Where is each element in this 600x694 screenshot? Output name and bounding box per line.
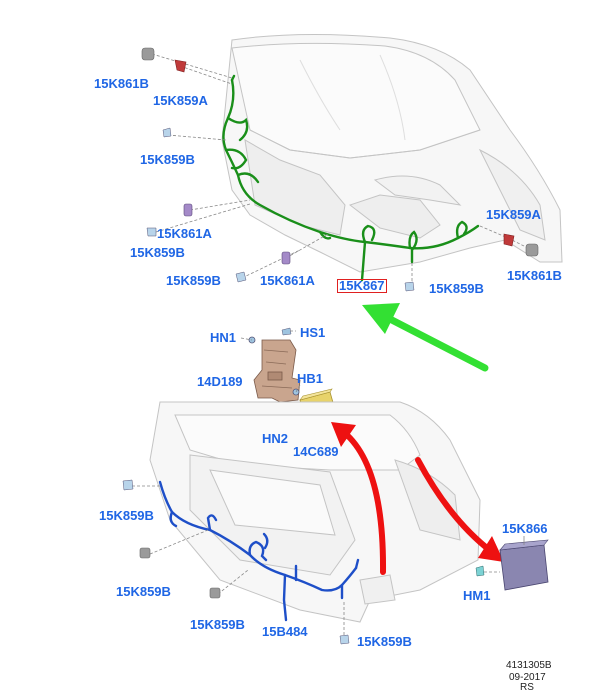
sensor-clip-icon bbox=[404, 281, 415, 292]
label-14d189: 14D189 bbox=[197, 374, 243, 389]
figure-reference-number: 4131305B bbox=[506, 660, 552, 671]
red-indicator-arrows bbox=[331, 422, 504, 575]
label-hb1: HB1 bbox=[297, 371, 324, 386]
label-15k866: 15K866 bbox=[502, 521, 548, 536]
figure-code: RS bbox=[520, 682, 534, 693]
label-15k859b-rear-lower: 15K859B bbox=[190, 617, 245, 632]
rear-leader-lines bbox=[132, 485, 345, 640]
figure-date: 09-2017 bbox=[509, 672, 546, 683]
sensor-icon bbox=[141, 47, 155, 61]
label-15k861a-front-left: 15K861A bbox=[157, 226, 212, 241]
label-15k859b-front-upper: 15K859B bbox=[140, 152, 195, 167]
rear-wiring-harness bbox=[158, 480, 360, 622]
sensor-icon bbox=[139, 547, 151, 559]
red-sensor-bezel-icon bbox=[503, 233, 515, 247]
sensor-icon bbox=[209, 587, 221, 599]
label-15k859b-rear-middle: 15K859B bbox=[116, 584, 171, 599]
sensor-clip-icon bbox=[235, 271, 247, 283]
sensor-clip-icon bbox=[162, 127, 172, 138]
label-hn1: HN1 bbox=[210, 330, 237, 345]
mounting-bracket bbox=[248, 327, 301, 411]
label-15k859b-front-left: 15K859B bbox=[130, 245, 185, 260]
label-15k859b-front-right: 15K859B bbox=[429, 281, 484, 296]
front-parking-sensors bbox=[141, 47, 539, 292]
sensor-icon bbox=[525, 243, 539, 257]
green-indicator-arrow bbox=[362, 303, 489, 372]
label-hm1: HM1 bbox=[463, 588, 491, 603]
label-15b484: 15B484 bbox=[262, 624, 308, 639]
label-15k861b-front-right: 15K861B bbox=[507, 268, 562, 283]
sensor-clip-icon bbox=[146, 227, 157, 237]
red-sensor-bezel-icon bbox=[174, 59, 187, 73]
rear-vehicle bbox=[149, 401, 481, 623]
label-hs1: HS1 bbox=[300, 325, 326, 340]
label-15k859b-front-center-left: 15K859B bbox=[166, 273, 221, 288]
rear-parking-sensors bbox=[122, 479, 350, 645]
label-15k859b-rear-top: 15K859B bbox=[99, 508, 154, 523]
front-vehicle bbox=[221, 33, 563, 273]
label-14c689: 14C689 bbox=[293, 444, 339, 459]
label-15k861a-front-center: 15K861A bbox=[260, 273, 315, 288]
label-15k861b-front-left: 15K861B bbox=[94, 76, 149, 91]
purple-sensor-bezel-icon bbox=[281, 251, 291, 265]
label-15k859a-front-left: 15K859A bbox=[153, 93, 208, 108]
purple-sensor-bezel-icon bbox=[183, 203, 193, 217]
label-15k859a-front-right: 15K859A bbox=[486, 207, 541, 222]
label-15k859b-rear-right: 15K859B bbox=[357, 634, 412, 649]
sensor-clip-icon bbox=[339, 634, 350, 645]
front-wiring-harness bbox=[222, 74, 480, 282]
label-15k867-highlighted: 15K867 bbox=[337, 278, 387, 293]
sensor-clip-icon bbox=[122, 479, 134, 491]
label-hn2: HN2 bbox=[262, 431, 289, 446]
purple-control-module bbox=[475, 536, 549, 591]
